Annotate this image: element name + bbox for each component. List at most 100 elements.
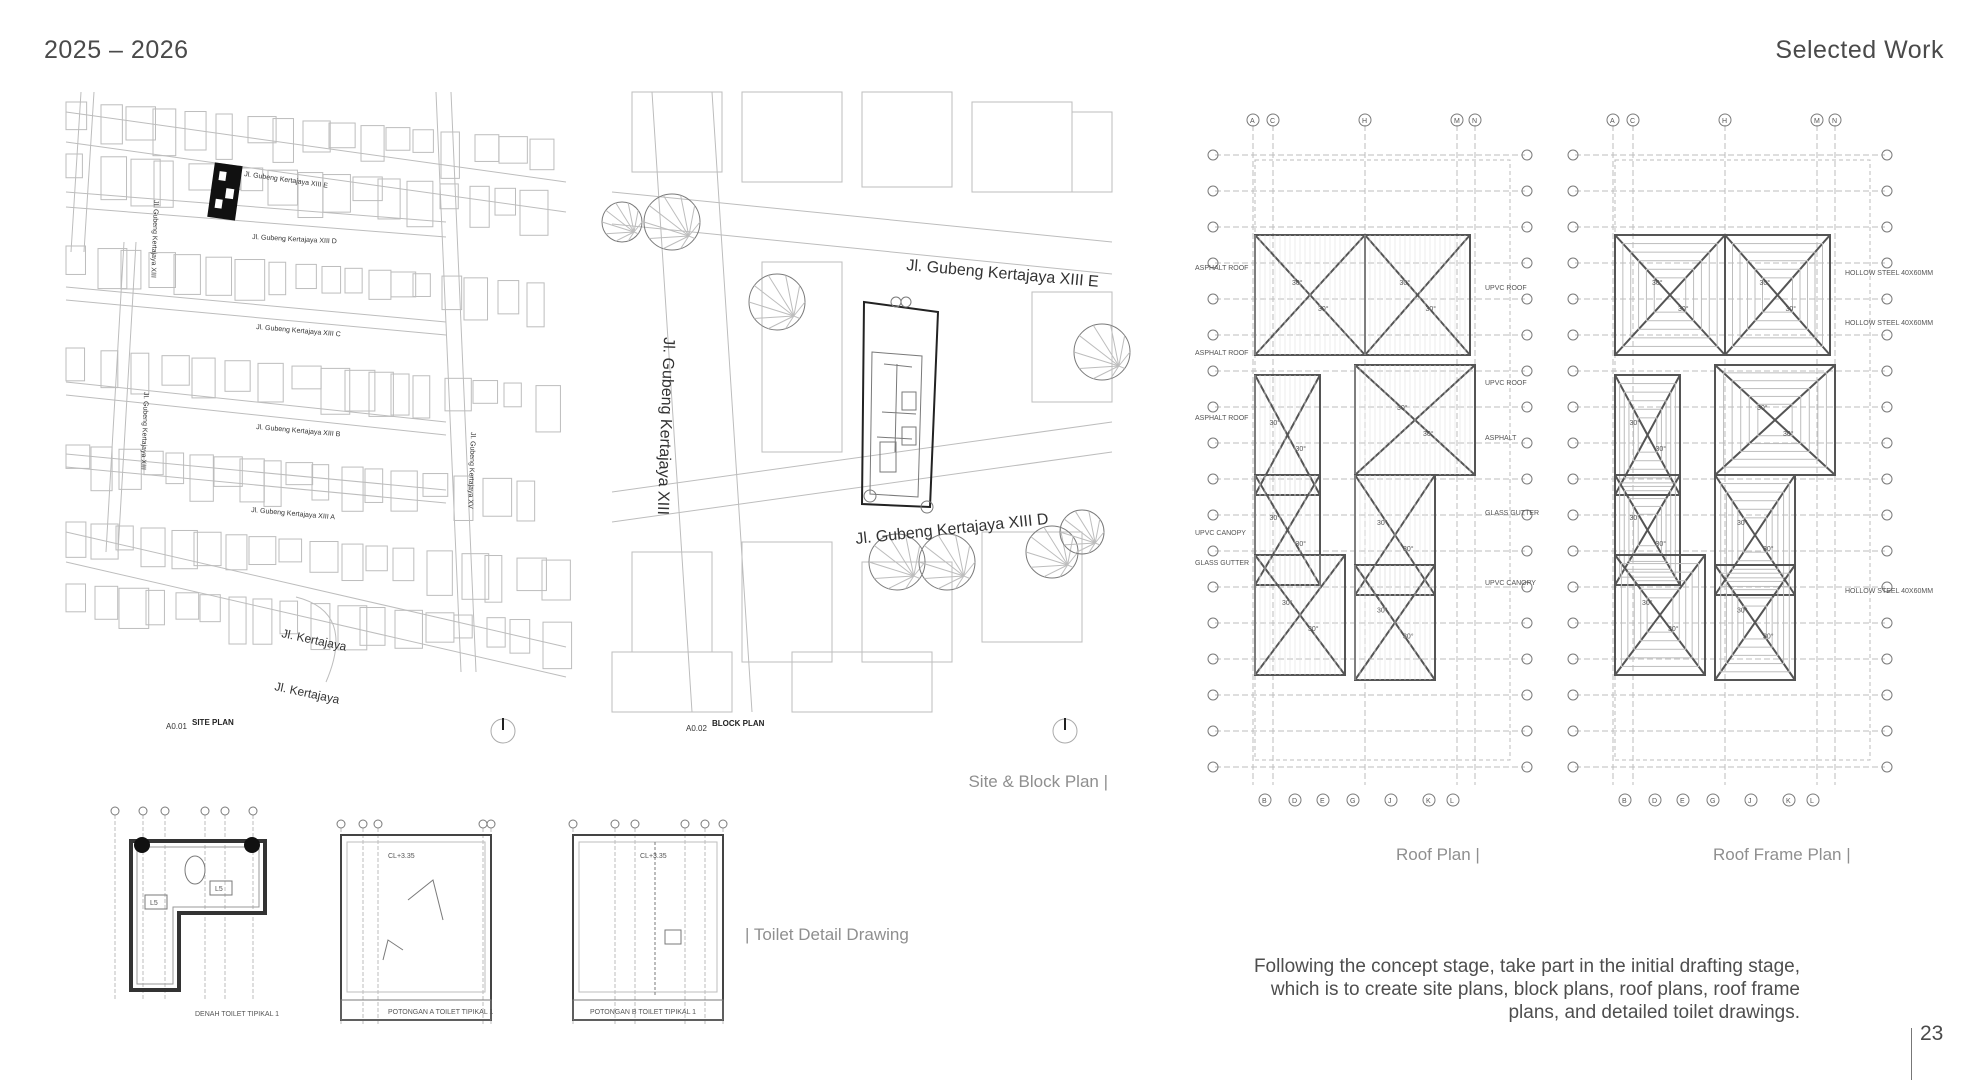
site-street-label: Jl. Gubeng Kertajaya XIII C	[256, 324, 341, 338]
toilet-section-level: CL+3.35	[388, 853, 415, 860]
site-lot	[344, 369, 376, 412]
roof-slope-label: 30°	[1668, 625, 1679, 633]
caption-toilet-detail: | Toilet Detail Drawing	[745, 925, 909, 944]
tree-icon	[1025, 525, 1079, 579]
site-lot	[461, 553, 490, 600]
site-lot	[291, 365, 322, 390]
site-lot	[412, 129, 434, 153]
tree-icon	[643, 193, 701, 251]
grid-bubble-label: G	[1350, 798, 1355, 805]
block-lot	[861, 91, 953, 188]
grid-bubble-label: B	[1622, 798, 1627, 805]
site-lot	[494, 187, 517, 216]
roof-slope-label: 30°	[1737, 519, 1748, 527]
tree-icon	[918, 533, 976, 591]
caption-roof-frame-plan: Roof Frame Plan |	[1713, 845, 1851, 864]
site-lot	[189, 454, 214, 502]
site-street-label: Jl. Gubeng Kertajaya XIII B	[256, 424, 341, 438]
grid-bubble-label: G	[1710, 798, 1715, 805]
caption-roof-plan: Roof Plan |	[1396, 845, 1480, 864]
site-lot	[444, 377, 472, 412]
roof-section: 30°30°	[1614, 374, 1681, 496]
site-lot	[115, 525, 134, 551]
roof-section: 30°30°	[1254, 554, 1346, 676]
site-lot	[486, 617, 506, 648]
site-lot	[247, 116, 277, 144]
tree-icon	[748, 273, 806, 331]
site-lot	[213, 456, 243, 487]
site-lot	[171, 529, 198, 570]
site-lot	[140, 527, 166, 568]
tree-icon	[1073, 323, 1131, 381]
grid-bubble-label: A	[1610, 118, 1615, 125]
roof-section: 30°30°	[1354, 564, 1436, 681]
toilet-room-tag: L5	[150, 900, 158, 907]
north-arrow-icon	[490, 718, 516, 744]
site-lot	[90, 523, 119, 560]
site-lot	[385, 127, 411, 151]
site-lot	[516, 480, 536, 522]
grid-bubble-label: L	[1450, 798, 1454, 805]
grid-bubble-label: E	[1680, 798, 1685, 805]
roof-slope-label: 30°	[1397, 404, 1408, 412]
site-lot	[529, 138, 555, 171]
site-lot	[252, 598, 273, 645]
site-lot	[90, 446, 113, 492]
site-lot	[191, 357, 216, 399]
roof-slope-label: 30°	[1656, 540, 1667, 548]
roof-slope-label: 30°	[1652, 279, 1663, 287]
site-lot	[100, 350, 119, 389]
roof-callout-label: HOLLOW STEEL 40X60MM	[1845, 270, 1933, 277]
roof-slope-label: 30°	[1656, 445, 1667, 453]
roof-callout-label: UPVC CANOPY	[1195, 530, 1246, 537]
site-lot	[267, 169, 298, 206]
site-lot	[390, 271, 417, 298]
site-lot	[97, 248, 128, 290]
toilet-section-a-title: POTONGAN A TOILET TIPIKAL 1	[388, 1009, 493, 1016]
site-lot	[484, 555, 503, 603]
site-lot	[368, 371, 394, 417]
site-lot	[257, 362, 284, 403]
site-lot	[153, 160, 174, 208]
site-lot	[498, 136, 528, 164]
site-lot	[234, 259, 266, 301]
tree-icon	[868, 533, 926, 591]
site-lot	[199, 594, 221, 623]
site-lot	[173, 254, 201, 295]
site-lot	[337, 605, 368, 651]
block-street-label: Jl. Gubeng Kertajaya XIII D	[855, 511, 1050, 548]
description-line: Following the concept stage, take part i…	[1253, 956, 1800, 977]
roof-slope-label: 30°	[1318, 305, 1329, 313]
site-lot	[152, 108, 177, 157]
block-lot	[861, 561, 953, 663]
site-lot	[541, 559, 571, 601]
site-lot	[65, 521, 87, 558]
north-arrow-icon	[1052, 718, 1078, 744]
grid-bubble-label: M	[1814, 118, 1820, 125]
site-lot	[263, 460, 282, 507]
site-lot	[94, 585, 119, 620]
roof-slope-label: 30°	[1377, 607, 1388, 615]
site-lot	[311, 464, 330, 501]
roof-callout-label: GLASS GUTTER	[1195, 560, 1249, 567]
grid-bubble-label: N	[1472, 118, 1477, 125]
site-street-label: Jl. Gubeng Kertajaya XIII D	[252, 234, 337, 245]
site-lot	[390, 373, 410, 416]
site-lot	[542, 621, 573, 670]
block-street-label: Jl. Gubeng Kertajaya XIII E	[906, 257, 1100, 291]
description-line: which is to create site plans, block pla…	[1270, 979, 1800, 1000]
site-lot	[344, 267, 363, 294]
site-lot	[328, 122, 356, 149]
site-lot	[125, 106, 156, 141]
description-paragraph: Following the concept stage, take part i…	[1100, 955, 1800, 1024]
roof-callout-label: ASPHALT ROOF	[1195, 350, 1248, 357]
site-street-label: Jl. Gubeng Kertajaya XV	[466, 432, 476, 509]
roof-callout-label: HOLLOW STEEL 40X60MM	[1845, 320, 1933, 327]
site-lot	[322, 174, 351, 213]
site-lot	[519, 189, 549, 236]
site-lot	[364, 468, 384, 503]
site-lot	[175, 592, 200, 620]
site-lot	[278, 538, 303, 563]
